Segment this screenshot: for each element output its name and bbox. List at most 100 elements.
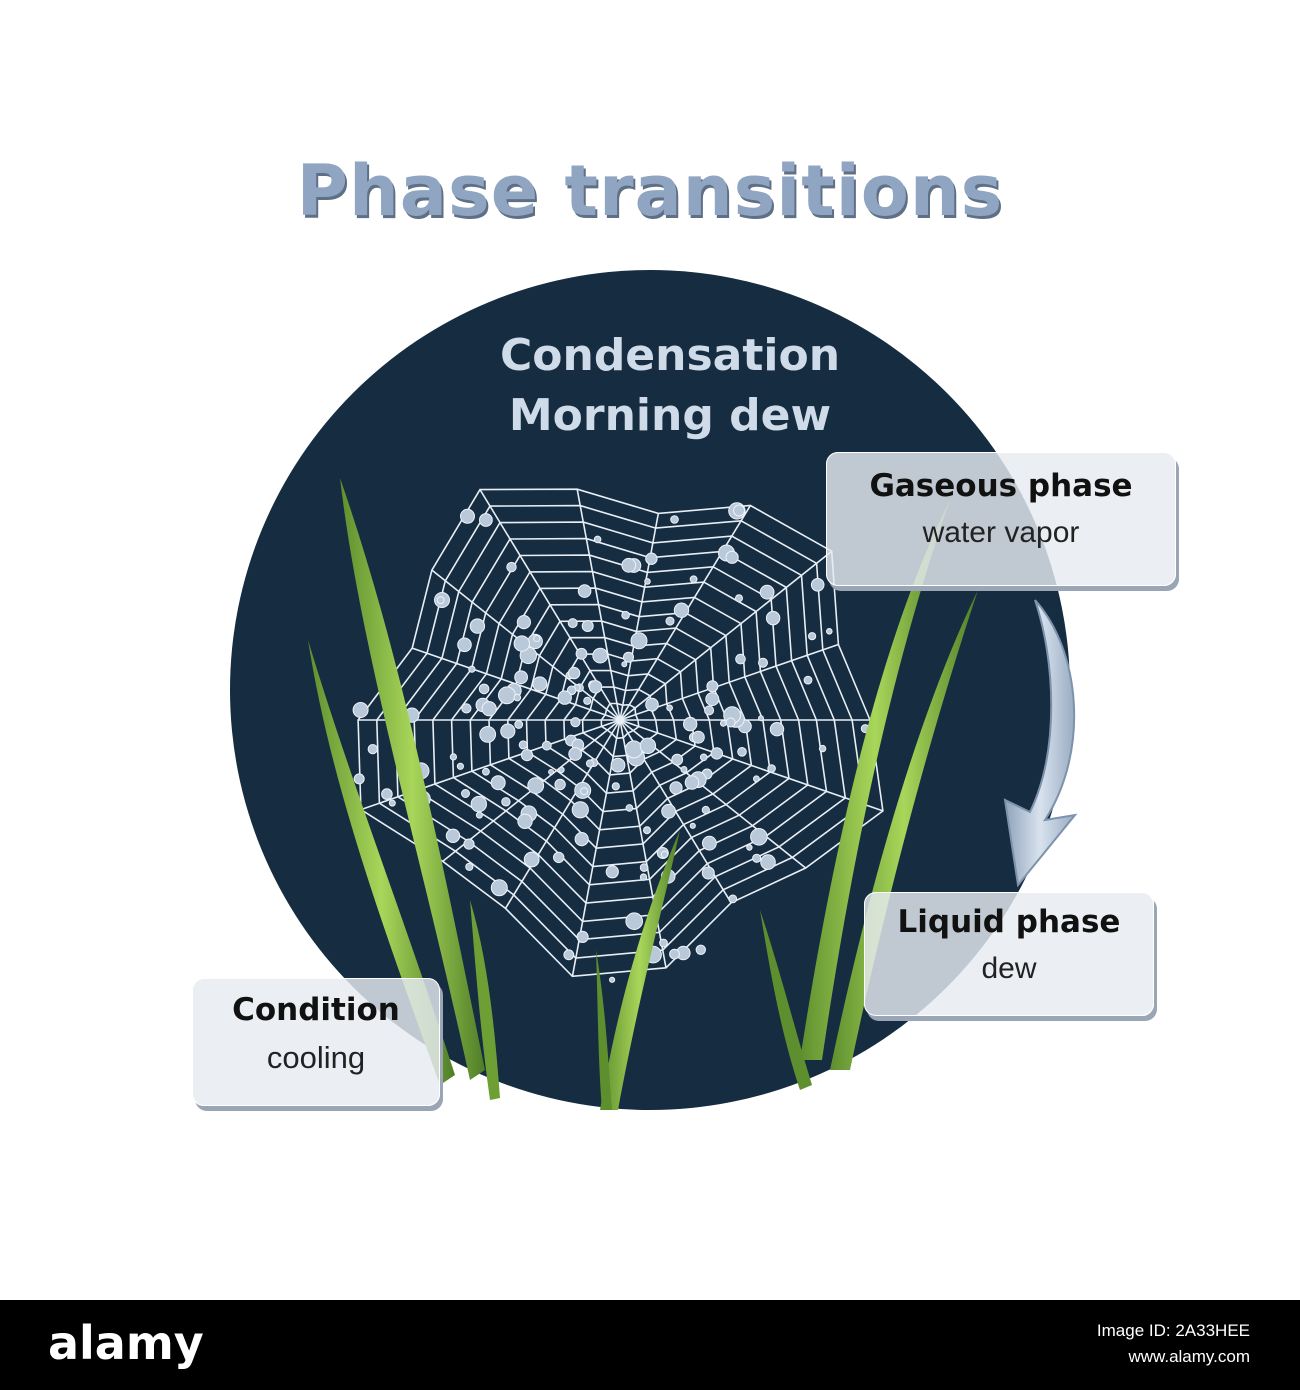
dew-drop xyxy=(548,769,555,775)
liquid-phase-label: Liquid phase xyxy=(897,904,1121,940)
dew-drop xyxy=(605,865,619,879)
dew-drop xyxy=(719,720,727,727)
dew-drop xyxy=(449,753,457,761)
footer-bar: alamy Image ID: 2A33HEE www.alamy.com xyxy=(0,1300,1300,1390)
web-ring xyxy=(525,636,715,813)
dew-drop xyxy=(673,602,690,618)
process-subheading: Morning dew xyxy=(508,390,832,441)
dew-drop xyxy=(500,723,516,739)
dew-drop xyxy=(457,637,472,653)
process-heading: Condensation xyxy=(499,330,841,381)
dew-drop xyxy=(456,762,464,770)
dew-drop xyxy=(461,789,470,798)
dew-drop xyxy=(580,787,589,796)
dew-drop xyxy=(737,747,747,757)
dew-drop xyxy=(621,557,637,573)
dew-drop xyxy=(691,730,705,744)
dew-drop xyxy=(470,795,487,813)
dew-drop xyxy=(671,753,684,766)
dew-drop xyxy=(498,686,516,705)
dew-drop xyxy=(585,759,595,768)
dew-drop xyxy=(808,632,817,641)
dew-drop xyxy=(826,628,833,635)
dew-drop xyxy=(660,850,669,859)
dew-drop xyxy=(753,775,760,783)
dew-drop xyxy=(436,596,445,605)
dew-drop xyxy=(818,744,827,753)
dew-drop xyxy=(669,948,680,960)
dew-drop xyxy=(705,692,720,707)
dew-drop xyxy=(623,651,634,663)
transition-arrow xyxy=(1003,599,1078,888)
dew-drop xyxy=(639,737,657,754)
dew-drop xyxy=(643,826,651,835)
dew-drop xyxy=(460,508,475,524)
dew-drop xyxy=(758,715,764,722)
dew-drop xyxy=(520,749,534,762)
dew-drop xyxy=(750,828,768,846)
dew-drop xyxy=(661,803,676,819)
dew-drop xyxy=(381,788,393,800)
dew-drop xyxy=(490,879,508,897)
dew-drop xyxy=(575,647,588,660)
dew-drop xyxy=(465,862,474,871)
dew-drop xyxy=(445,828,461,843)
dew-drop xyxy=(568,747,583,761)
dew-drop xyxy=(621,610,630,620)
dew-drop xyxy=(581,620,594,632)
dew-drop xyxy=(513,693,522,702)
dew-drop xyxy=(670,515,679,524)
dew-drop xyxy=(554,778,566,791)
dew-drop xyxy=(514,720,524,729)
dew-drop xyxy=(567,618,578,629)
dew-drop xyxy=(680,766,688,773)
web-ring xyxy=(375,504,865,959)
dew-drop xyxy=(625,912,644,931)
condition-value: cooling xyxy=(266,1040,366,1075)
dew-drop xyxy=(461,703,472,714)
dew-drop xyxy=(699,753,708,762)
dew-drop xyxy=(479,726,497,743)
dew-drop xyxy=(746,844,753,851)
dew-drop xyxy=(516,615,532,630)
dew-drop xyxy=(563,949,575,961)
dew-drop xyxy=(478,683,490,695)
dew-drop xyxy=(621,661,628,668)
dew-drop xyxy=(704,705,715,716)
dew-drop xyxy=(570,717,581,728)
dew-drop xyxy=(645,552,658,565)
dew-drop xyxy=(765,610,781,626)
dew-drop xyxy=(644,578,651,585)
dew-drop xyxy=(706,680,719,693)
dew-drop xyxy=(517,813,533,829)
dew-drop xyxy=(527,777,545,794)
dew-drop xyxy=(609,976,616,983)
dew-drop xyxy=(645,697,659,712)
dew-drop xyxy=(588,680,603,694)
web-ring xyxy=(506,620,734,831)
dew-drop xyxy=(479,513,493,527)
spider-web xyxy=(352,488,884,983)
dew-drop xyxy=(735,653,746,665)
dew-drop xyxy=(803,675,813,685)
web-ring xyxy=(600,702,640,740)
dew-drop xyxy=(523,851,540,868)
dew-drop xyxy=(577,584,592,598)
condition-label: Condition xyxy=(232,992,400,1028)
dew-drop xyxy=(353,773,365,785)
liquid-phase-card: Liquid phase dew xyxy=(864,892,1154,1016)
web-ring xyxy=(432,554,809,904)
gaseous-phase-value: water vapor xyxy=(922,516,1080,549)
liquid-phase-value: dew xyxy=(981,952,1037,985)
dew-drop xyxy=(625,804,634,812)
dew-drop xyxy=(665,616,675,626)
dew-drop xyxy=(583,696,592,705)
dew-drop xyxy=(463,838,475,850)
dew-drop xyxy=(576,930,589,944)
dew-drop xyxy=(735,594,743,603)
dew-drop xyxy=(482,767,490,776)
page-title: Phase transitions xyxy=(296,150,1004,232)
dew-drop xyxy=(518,740,528,750)
dew-drop xyxy=(639,863,649,872)
dew-drop xyxy=(506,561,517,573)
